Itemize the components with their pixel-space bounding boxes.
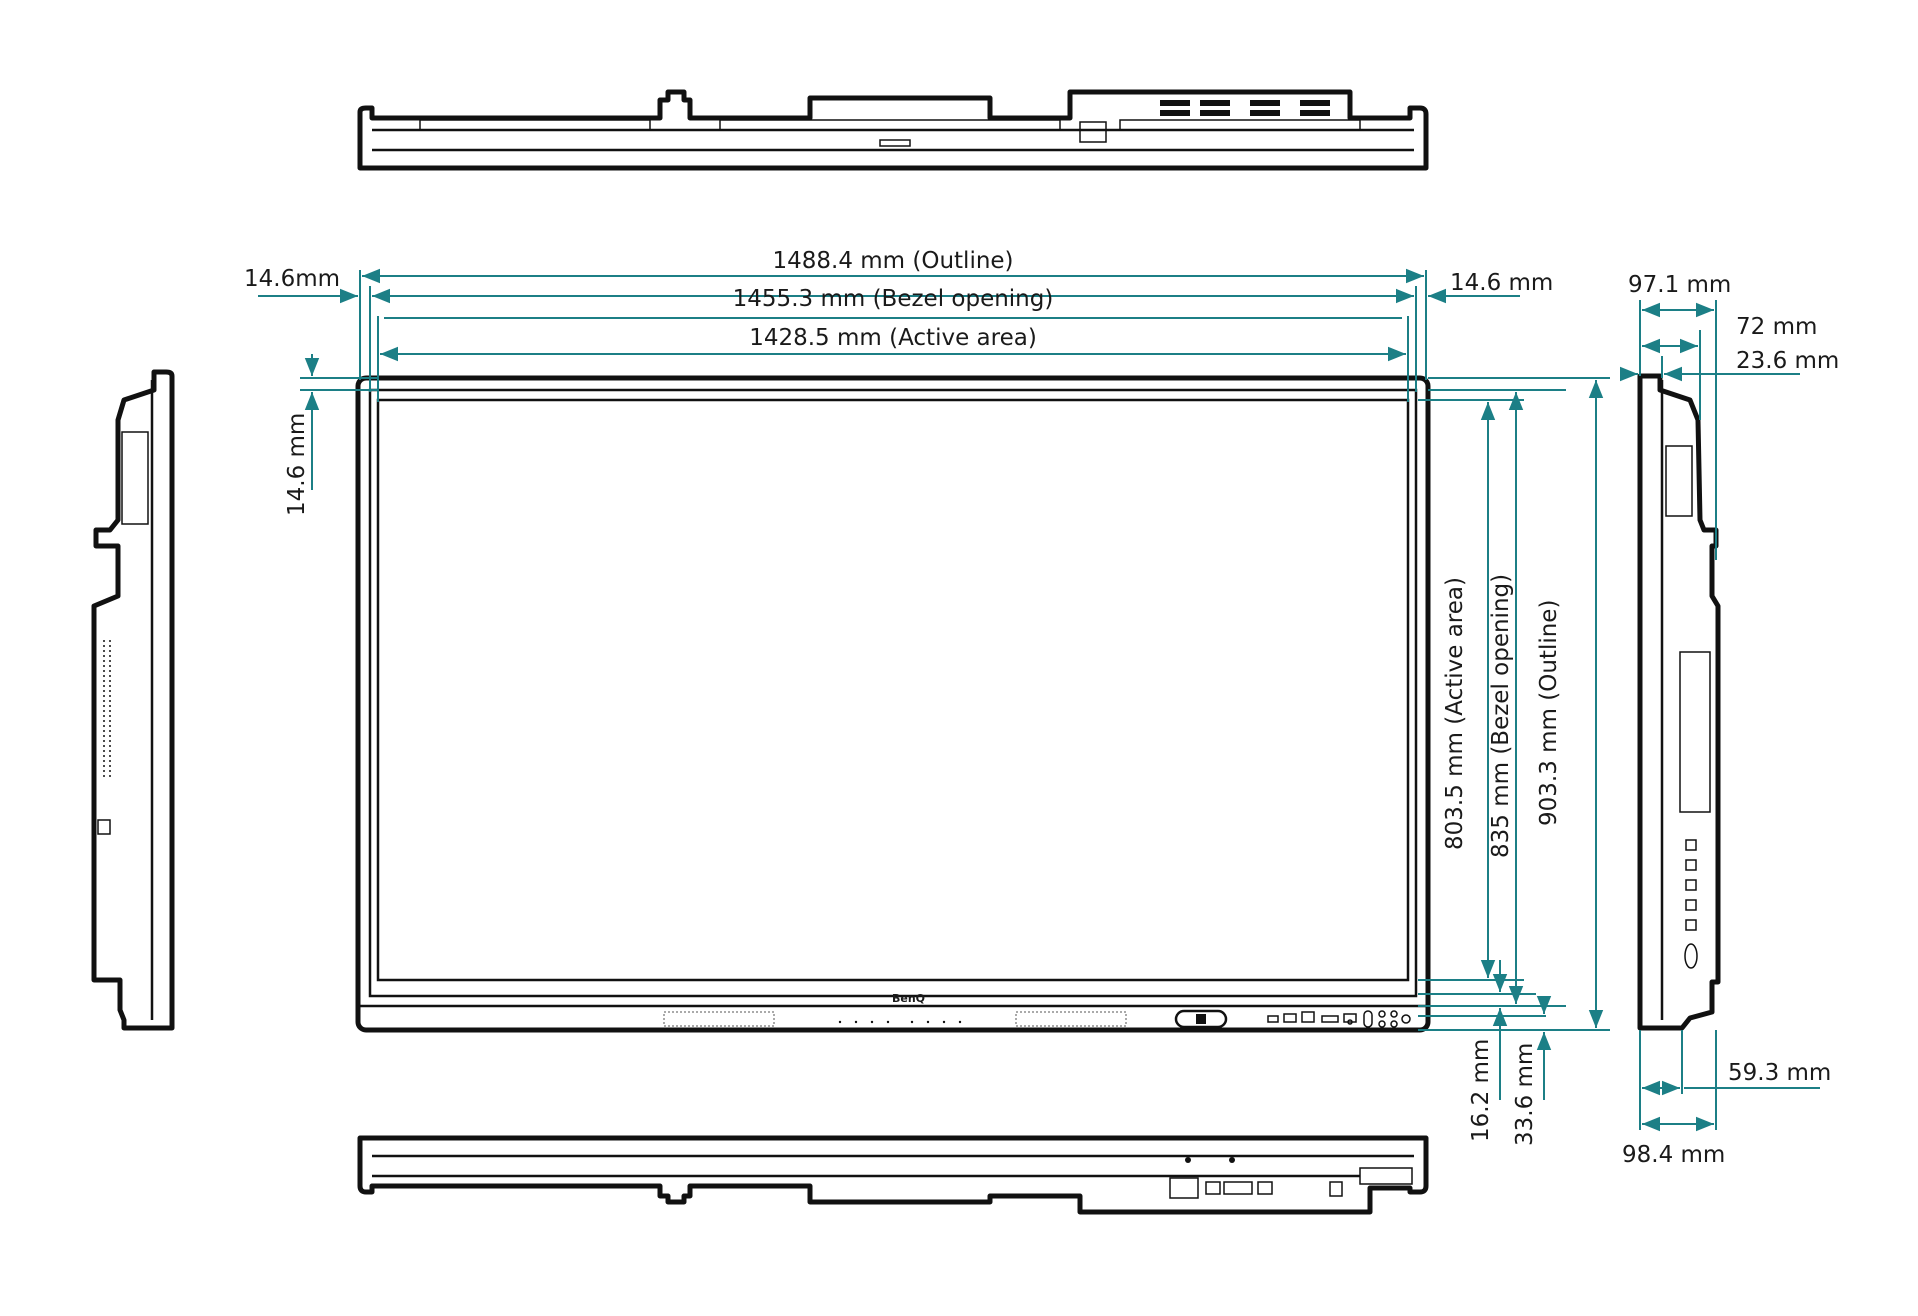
label-depth-59: 59.3 mm [1728, 1060, 1831, 1086]
label-right-bezel: 14.6 mm [1450, 270, 1553, 296]
brand-logo: BenQ [892, 992, 925, 1005]
front-view: BenQ [355, 375, 1431, 1033]
front-speaker-right [1015, 1011, 1127, 1027]
label-height-bezel: 835 mm (Bezel opening) [1488, 574, 1514, 858]
nfc-pad-icon [1174, 1009, 1228, 1029]
left-side-view [91, 369, 175, 1031]
label-height-active: 803.5 mm (Active area) [1442, 577, 1468, 850]
dimension-labels: 1488.4 mm (Outline) 1455.3 mm (Bezel ope… [244, 248, 1839, 1168]
front-indicator-dots [838, 1020, 962, 1024]
label-top-bezel: 14.6 mm [284, 413, 310, 516]
right-side-view [1637, 373, 1721, 1031]
label-depth-total-bottom: 98.4 mm [1622, 1142, 1725, 1168]
label-depth-72: 72 mm [1736, 314, 1817, 340]
label-left-bezel: 14.6mm [244, 266, 340, 292]
label-width-bezel: 1455.3 mm (Bezel opening) [733, 286, 1054, 312]
side-ports [1684, 839, 1698, 969]
label-depth-total-top: 97.1 mm [1628, 272, 1731, 298]
label-height-outline: 903.3 mm (Outline) [1536, 600, 1562, 826]
speaker-grille [103, 640, 111, 780]
label-width-active: 1428.5 mm (Active area) [749, 325, 1037, 351]
top-view [357, 89, 1429, 171]
bottom-view [357, 1135, 1429, 1215]
label-bottom-bezel-1: 16.2 mm [1468, 1039, 1494, 1142]
label-depth-23: 23.6 mm [1736, 348, 1839, 374]
label-bottom-bezel-2: 33.6 mm [1512, 1043, 1538, 1146]
dimension-lines [258, 268, 1820, 1132]
label-width-outline: 1488.4 mm (Outline) [772, 248, 1013, 274]
front-speaker-left [663, 1011, 775, 1027]
vent-slots [1160, 100, 1330, 116]
front-port-panel [1267, 1010, 1411, 1028]
